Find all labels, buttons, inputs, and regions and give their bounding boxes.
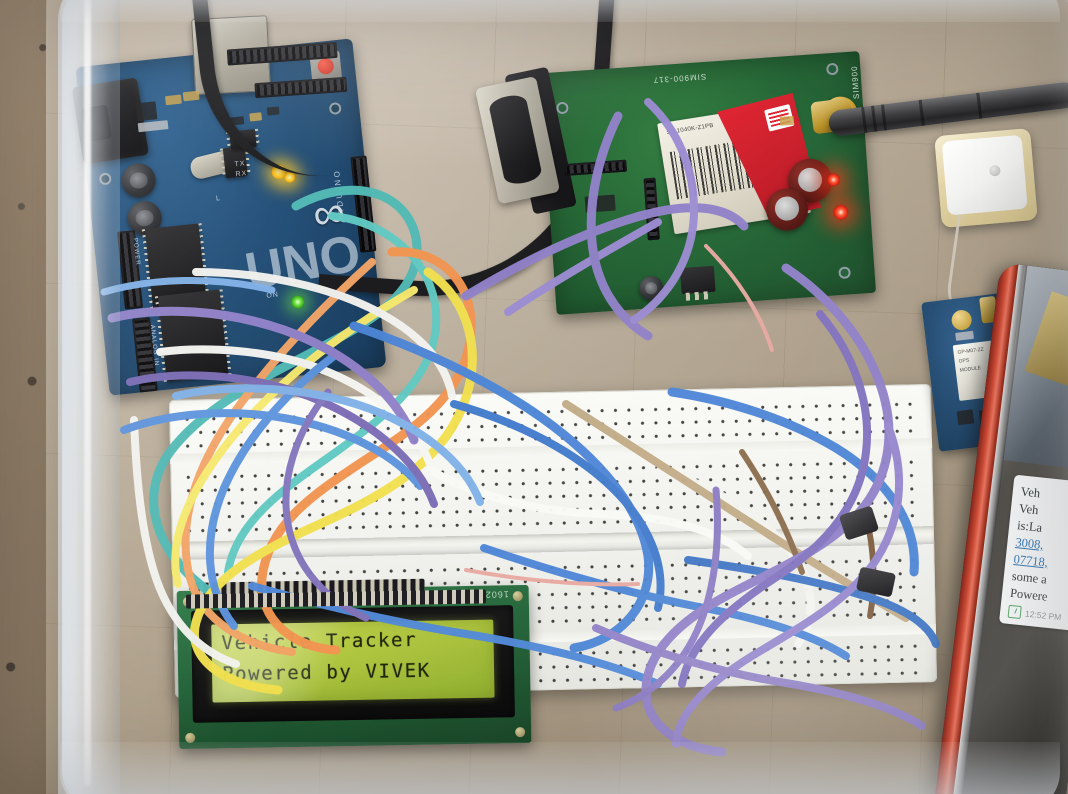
electrolytic-capacitor bbox=[119, 161, 158, 200]
gsm-sim900a-module: SIM900 SIM900-317 S2-1040K-Z1PB SIM900A bbox=[474, 51, 877, 315]
antenna-feed-pin bbox=[988, 164, 1001, 177]
mounting-hole bbox=[838, 266, 851, 280]
tray-top-rim bbox=[60, 0, 1060, 22]
silk-part-label: SIM900-317 bbox=[652, 71, 707, 85]
smd-pad bbox=[137, 120, 169, 133]
smd-resistor bbox=[165, 94, 182, 106]
power-header[interactable] bbox=[116, 230, 143, 310]
smd-component bbox=[956, 409, 975, 426]
silk-l-label: L bbox=[215, 194, 222, 203]
tray-bottom-rim bbox=[60, 742, 1060, 794]
gsm-status-led bbox=[832, 204, 849, 221]
mounting-screw bbox=[515, 727, 526, 738]
voltage-regulator bbox=[679, 265, 716, 295]
gps-ic-line2: GPS bbox=[958, 357, 970, 365]
smd-component bbox=[779, 115, 795, 126]
lcd-1602a-module: 1602A Vehicle Tracker Powered by VIVEK bbox=[176, 578, 532, 750]
chip-marking: S2-1040K-Z1PB bbox=[666, 122, 715, 137]
sms-message-bubble[interactable]: Veh Veh is:La 3008, 07718, some a Powere… bbox=[998, 474, 1068, 637]
tray-left-rim bbox=[62, 0, 120, 794]
gps-ic-line3: MODULE bbox=[959, 365, 982, 374]
mounting-hole bbox=[825, 62, 839, 76]
breadboard-upper-terminal-holes bbox=[178, 452, 924, 536]
lcd-text-line-2: Powered by VIVEK bbox=[221, 659, 431, 686]
lcd-screen: Vehicle Tracker Powered by VIVEK bbox=[211, 619, 495, 703]
capacitor bbox=[638, 275, 665, 302]
sms-icon bbox=[1007, 604, 1022, 620]
sms-timestamp: 12:52 PM bbox=[1024, 608, 1062, 622]
pin-header[interactable] bbox=[643, 177, 660, 241]
gps-ic-line1: GP-M07-ZZ bbox=[957, 346, 985, 356]
lcd-text-line-1: Vehicle Tracker bbox=[221, 628, 418, 655]
gsm-power-led bbox=[826, 172, 841, 187]
smd-resistor bbox=[182, 90, 200, 102]
power-led bbox=[290, 294, 305, 310]
smd-regulator bbox=[135, 101, 158, 122]
sms-meta-row: 12:52 PM bbox=[1007, 604, 1068, 630]
smd-component bbox=[955, 330, 975, 341]
mounting-screw bbox=[512, 591, 523, 602]
silk-rx-label: RX bbox=[235, 170, 248, 179]
silk-tx-label: TX bbox=[234, 160, 246, 169]
pin-header[interactable] bbox=[564, 159, 628, 176]
gps-patch-antenna bbox=[934, 127, 1038, 229]
silk-sim900-label: SIM900 bbox=[850, 65, 862, 100]
mounting-hole bbox=[556, 101, 569, 115]
ufl-connector[interactable] bbox=[950, 308, 973, 332]
lcd-bezel: Vehicle Tracker Powered by VIVEK bbox=[190, 605, 515, 723]
usb-interface-chip bbox=[157, 289, 229, 382]
smd-component bbox=[584, 194, 616, 213]
